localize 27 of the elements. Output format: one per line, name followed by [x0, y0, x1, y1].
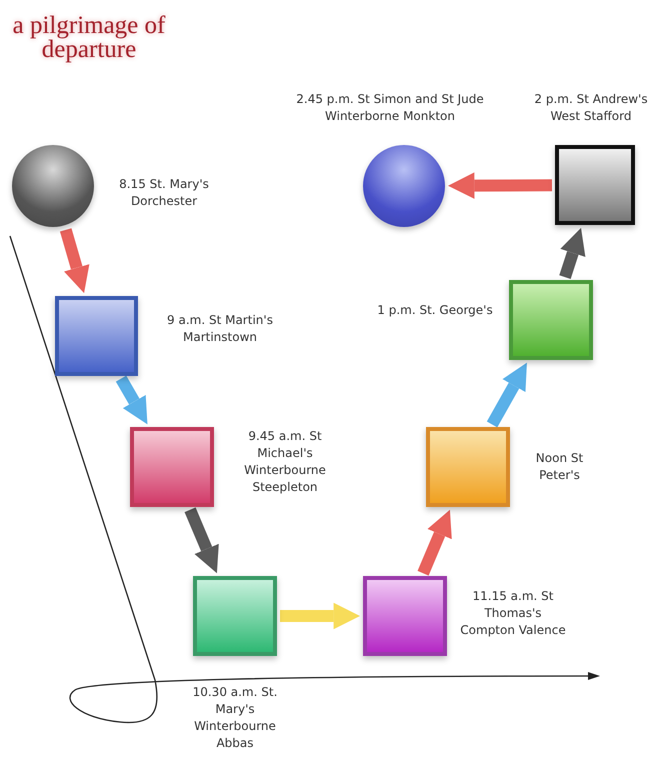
arrow — [486, 362, 527, 428]
stop-caption: Noon St Peter's — [534, 450, 584, 484]
arrow — [280, 602, 360, 630]
stop-caption: 9.45 a.m. St Michael's Winterbourne Steepleton — [243, 428, 327, 496]
arrow — [116, 376, 148, 424]
sphere-marker — [12, 145, 94, 227]
arrow — [184, 507, 219, 574]
stop-caption: 1 p.m. St. George's — [376, 302, 494, 319]
square-marker — [426, 427, 510, 507]
square-marker — [509, 280, 593, 360]
stop-caption: 10.30 a.m. St. Mary's Winterbourne Abbas — [192, 684, 278, 752]
title: a pilgrimage of departure — [12, 14, 166, 62]
sphere-marker — [363, 145, 445, 227]
stop-caption: 11.15 a.m. St Thomas's Compton Valence — [459, 588, 567, 639]
arrow — [418, 510, 452, 576]
square-marker — [130, 427, 214, 507]
square-marker — [193, 576, 277, 656]
arrow — [60, 228, 90, 294]
stop-caption: 9 a.m. St Martin's Martinstown — [166, 312, 274, 346]
stop-caption: 2 p.m. St Andrew's West Stafford — [533, 91, 649, 125]
arrow — [448, 172, 552, 199]
stop-caption: 8.15 St. Mary's Dorchester — [118, 176, 210, 210]
square-marker — [363, 576, 447, 656]
arrow — [559, 228, 586, 280]
stop-caption: 2.45 p.m. St Simon and St Jude Winterborne Monkton — [295, 91, 485, 125]
square-marker — [55, 296, 138, 376]
square-marker — [555, 145, 635, 225]
